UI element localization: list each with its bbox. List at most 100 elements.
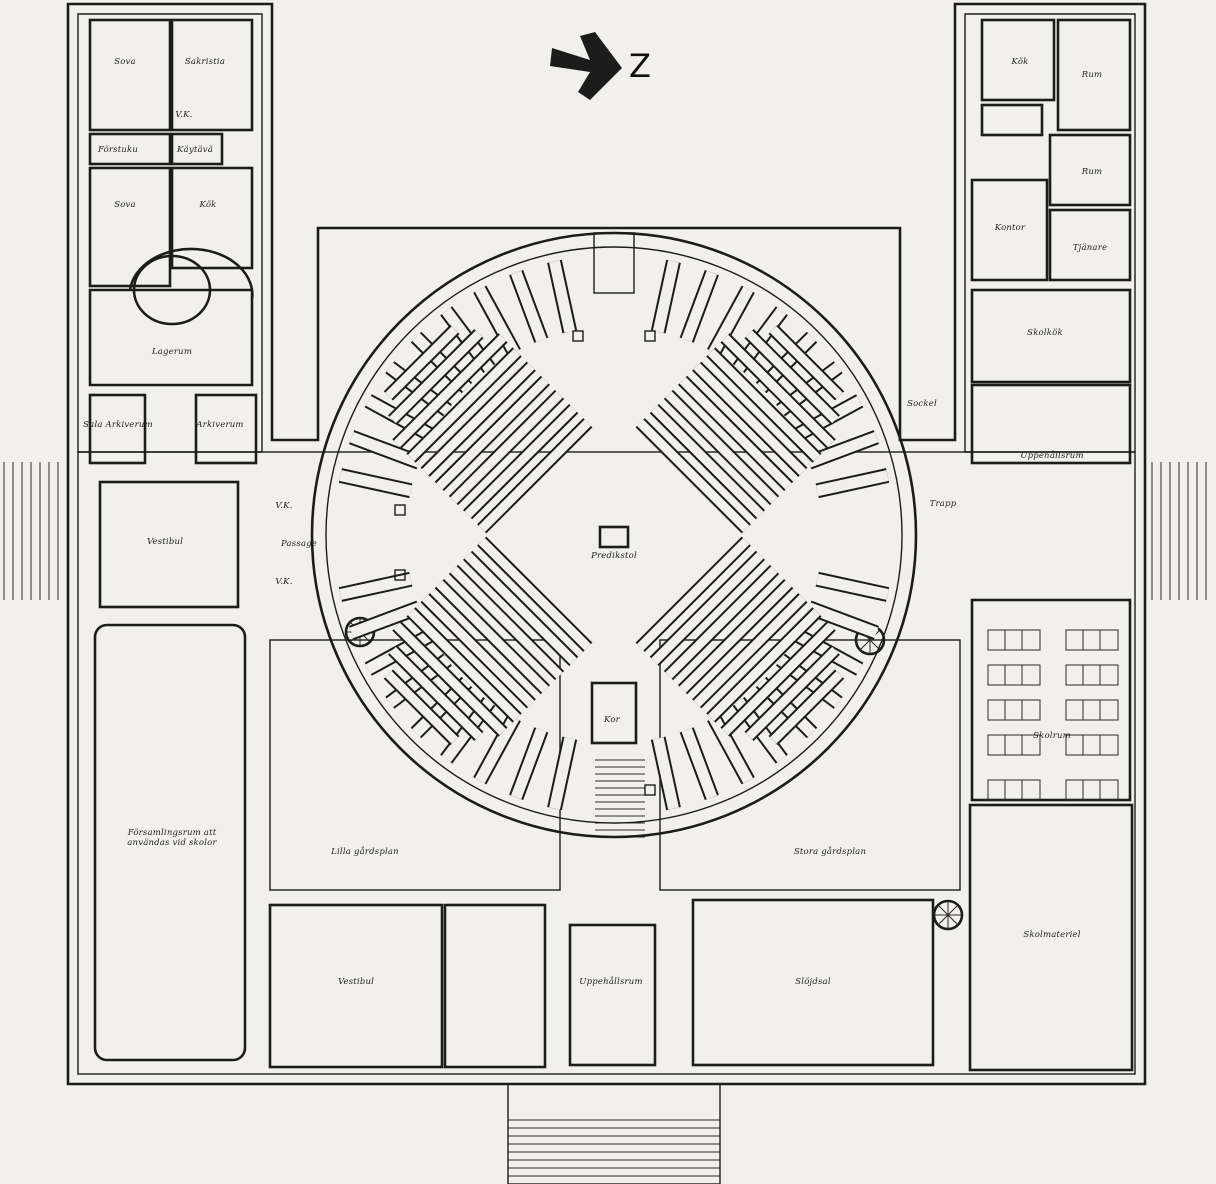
gallery-pew-inner	[510, 270, 547, 343]
pew-inner	[636, 537, 750, 651]
desk	[987, 779, 1041, 801]
round-church-hall	[310, 231, 918, 839]
pew-inner	[393, 622, 507, 736]
room-wall	[170, 166, 254, 270]
pew-inner	[389, 646, 483, 740]
gallery-pew-inner	[681, 727, 718, 800]
pew-inner	[693, 362, 807, 476]
gallery-pew-inner	[708, 714, 754, 784]
north-arrow-icon	[550, 32, 622, 100]
gallery-pew-inner	[474, 286, 520, 356]
pew-inner	[421, 594, 535, 708]
room-label: Uppehållsrum	[1020, 451, 1084, 461]
room-wall	[970, 288, 1132, 384]
room-label: Vestibul	[146, 537, 184, 547]
gallery-pew-inner	[474, 714, 520, 784]
room-wall	[970, 178, 1049, 282]
round-room-wall	[132, 254, 212, 326]
gallery-pew-inner	[349, 431, 422, 468]
main-block-inner-wall	[77, 451, 1136, 1075]
room-label: Rum	[1081, 70, 1103, 80]
pew-inner	[450, 391, 563, 504]
pew-inner	[421, 362, 535, 476]
room-wall	[568, 923, 657, 1067]
room-wall	[268, 903, 444, 1069]
walls	[3, 2, 1207, 1184]
desk	[1065, 734, 1119, 756]
pew-inner	[769, 326, 843, 400]
room-label: Församlingsrum att användas vid skolor	[127, 828, 217, 848]
room-label: Vestibul	[337, 977, 375, 987]
room-label: Sala Arkiverum	[83, 420, 153, 430]
desk	[1065, 699, 1119, 721]
gallery-pew-inner	[806, 431, 879, 468]
pulpit	[590, 681, 638, 745]
room-label: Förstuku	[97, 145, 139, 155]
gallery-pew-inner	[510, 727, 547, 800]
room-wall	[1056, 18, 1132, 132]
pew-inner	[769, 670, 843, 744]
column	[644, 330, 656, 342]
pew-inner	[707, 608, 821, 722]
room-label: Lagerum	[151, 347, 193, 357]
pew-inner	[389, 330, 483, 424]
room-label: Lilla gårdsplan	[331, 847, 399, 857]
pew-inner	[636, 419, 750, 533]
room-wall	[691, 898, 935, 1067]
stair-tread	[947, 904, 959, 916]
room-label: Tjänare	[1072, 243, 1108, 253]
column	[394, 569, 406, 581]
north-label: Z	[629, 47, 651, 85]
entry-steps	[507, 1083, 721, 1184]
room-label: Sockel	[907, 399, 937, 409]
gallery-pew-inner	[549, 260, 576, 333]
pew-inner	[478, 537, 592, 651]
room-label: Sova	[114, 200, 136, 210]
stair-tread	[859, 639, 871, 651]
room-label: V.K.	[175, 110, 193, 120]
room-label: Skolkök	[1027, 328, 1063, 338]
column	[644, 784, 656, 796]
room-label: Slöjdsal	[795, 977, 831, 987]
pew-inner	[407, 348, 521, 462]
room-label: Kök	[199, 200, 217, 210]
altar	[598, 525, 630, 549]
room-wall	[194, 393, 258, 465]
pew-inner	[450, 566, 563, 679]
desk	[1065, 779, 1119, 801]
room-label: Sakristia	[184, 57, 226, 67]
pew-inner	[745, 330, 839, 424]
room-label: Rum	[1081, 167, 1103, 177]
column	[394, 504, 406, 516]
church-inner-wall	[325, 246, 903, 824]
pew-inner	[679, 377, 792, 490]
pew-inner	[707, 348, 821, 462]
room-wall	[88, 18, 172, 132]
gallery-pew-inner	[816, 573, 889, 600]
pew-inner	[464, 552, 577, 665]
desk	[987, 699, 1041, 721]
gallery-pew-inner	[549, 737, 576, 810]
gallery-pew-inner	[339, 573, 412, 600]
room-label: Kök	[1011, 57, 1029, 67]
room-wall	[443, 903, 547, 1069]
pew-inner	[385, 326, 459, 400]
room-label: Uppehållsrum	[579, 977, 643, 987]
pew-inner	[651, 405, 764, 518]
pew-inner	[464, 405, 577, 518]
room-wall	[970, 383, 1132, 465]
desk	[1065, 629, 1119, 651]
room-label: Stora gårdsplan	[793, 847, 867, 857]
pew-inner	[721, 622, 835, 736]
pew-inner	[721, 334, 835, 448]
pew-inner	[679, 580, 792, 693]
room-wall	[980, 18, 1056, 102]
room-label: Trapp	[929, 499, 957, 509]
pew-inner	[665, 391, 778, 504]
room-label: V.K.	[275, 577, 293, 587]
stair-tread	[947, 914, 959, 926]
pew-inner	[478, 419, 592, 533]
pew-inner	[393, 334, 507, 448]
desk	[1065, 664, 1119, 686]
room-wall	[88, 393, 147, 465]
